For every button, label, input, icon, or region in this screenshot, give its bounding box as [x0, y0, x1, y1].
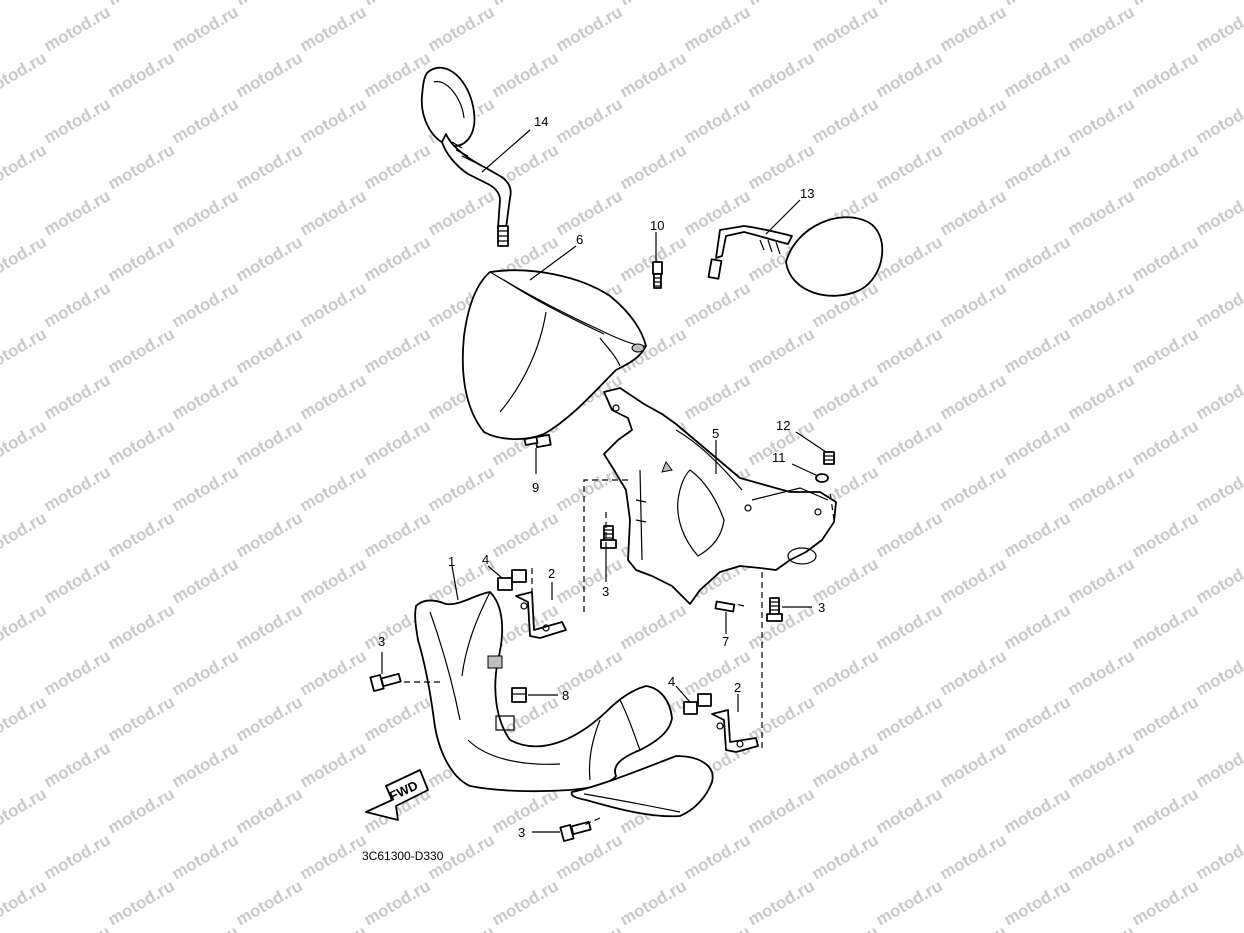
- callout-4-right: 4: [668, 674, 675, 689]
- bracket-2-right: [711, 709, 759, 753]
- nut-4-right: [683, 693, 712, 715]
- screw-12: [823, 451, 835, 465]
- callout-3-left: 3: [378, 634, 385, 649]
- callout-14: 14: [534, 114, 548, 129]
- callout-10: 10: [650, 218, 664, 233]
- nut-4-left: [497, 569, 527, 591]
- callout-7: 7: [722, 634, 729, 649]
- callout-5: 5: [712, 426, 719, 441]
- callout-3-bottom: 3: [518, 825, 525, 840]
- callout-8: 8: [562, 688, 569, 703]
- clip-8: [511, 687, 527, 703]
- callout-3-center: 3: [602, 584, 609, 599]
- screw-10: [652, 261, 663, 289]
- washer-11: [815, 473, 829, 483]
- bolt-3-right: [766, 597, 783, 622]
- mirror-right: [707, 216, 884, 297]
- callout-3-right: 3: [818, 600, 825, 615]
- leader-lines: [381, 129, 827, 833]
- callouts: 14 13 6 10 9 5 12 11 3 3 7 1 4 2 3 8 4 2…: [378, 114, 825, 840]
- callout-12: 12: [776, 418, 790, 433]
- bolt-3-center: [600, 525, 617, 549]
- mirror-left: [420, 66, 512, 247]
- diagram-code: 3C61300-D330: [362, 849, 444, 863]
- callout-11: 11: [772, 450, 786, 465]
- callout-4-left: 4: [482, 552, 489, 567]
- callout-2-left: 2: [548, 566, 555, 581]
- screw-9: [523, 433, 552, 449]
- callout-13: 13: [800, 186, 814, 201]
- callout-9: 9: [532, 480, 539, 495]
- callout-1: 1: [448, 554, 455, 569]
- bracket-2-left: [515, 591, 567, 639]
- bolt-3-left: [369, 672, 402, 692]
- callout-2-right: 2: [734, 680, 741, 695]
- callout-6: 6: [576, 232, 583, 247]
- assembly-lines: [402, 479, 835, 827]
- front-lower-cover: [414, 591, 714, 818]
- headlight-cover: [461, 269, 647, 440]
- screw-7: [714, 600, 736, 613]
- handlebar-rear-cover: [603, 387, 837, 605]
